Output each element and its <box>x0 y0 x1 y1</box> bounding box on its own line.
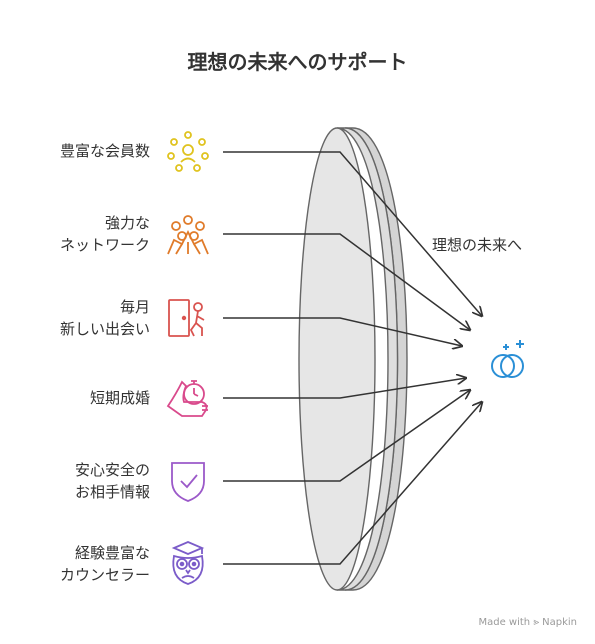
item-label-marriage: 短期成婚 <box>89 389 150 407</box>
connector-arrow <box>223 402 482 565</box>
owl-graduate-icon <box>171 541 205 585</box>
connector-arrow <box>223 390 470 482</box>
rings-sparkle-icon <box>491 340 524 378</box>
connected-people-icon <box>167 215 209 255</box>
diagram-title: 理想の未来へのサポート <box>187 50 408 74</box>
connector-arrow <box>223 151 482 316</box>
item-label-counselor: 経験豊富な カウンセラー <box>59 544 150 584</box>
connector-arrow <box>223 233 470 330</box>
shield-check-icon <box>171 462 205 502</box>
lens-shape <box>298 127 408 591</box>
goal-label: 理想の未来へ <box>432 236 523 254</box>
item-label-encounters: 毎月 新しい出会い <box>59 298 150 338</box>
connector-arrow <box>223 317 462 346</box>
door-person-icon <box>168 299 205 337</box>
watermark: Made with ⪢ Napkin <box>478 617 577 628</box>
item-label-safety: 安心安全の お相手情報 <box>74 461 150 501</box>
connector-arrows <box>223 151 482 565</box>
item-label-members: 豊富な会員数 <box>59 142 150 160</box>
hand-stopwatch-icon <box>166 380 208 417</box>
connector-arrow <box>223 378 466 399</box>
item-label-network: 強力な ネットワーク <box>59 214 150 254</box>
network-people-icon <box>167 131 209 172</box>
